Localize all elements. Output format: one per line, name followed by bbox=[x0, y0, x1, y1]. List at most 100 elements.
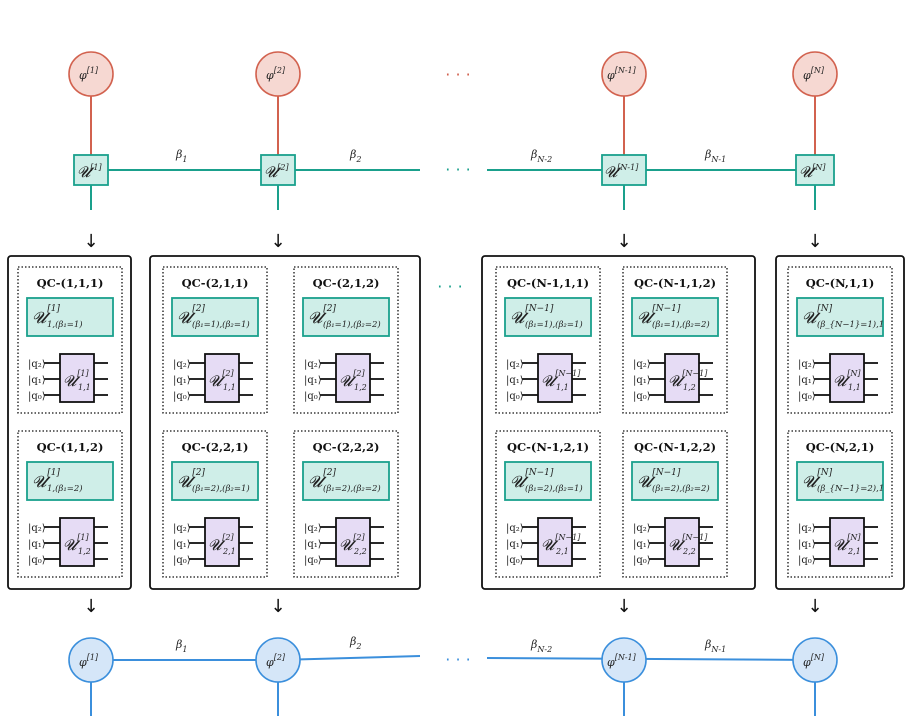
unitary-gate bbox=[335, 517, 371, 567]
bottom-ellipsis: · · · bbox=[445, 650, 470, 669]
tensor-block bbox=[302, 297, 390, 337]
quantum-circuit-panel: QC-(2,1,1)𝓤[2](β₁=1),(β₂=1)|q₂⟩|q₁⟩|q₀⟩𝓤… bbox=[162, 266, 268, 414]
bottom-bond-3 bbox=[486, 657, 816, 661]
varphi-label-n: φ[N] bbox=[803, 653, 825, 669]
circuit-panel-border bbox=[622, 430, 728, 578]
unitary-gate bbox=[664, 517, 700, 567]
circuit-group-n-1 bbox=[481, 255, 756, 590]
qubit-ket-label: |q₂⟩ bbox=[304, 359, 322, 370]
phi-label-2: φ[2] bbox=[266, 66, 286, 82]
unitary-gate bbox=[204, 353, 240, 403]
tensor-label: 𝓤[1]1,(β₁=2) bbox=[32, 468, 83, 494]
qubit-ket-label: |q₂⟩ bbox=[173, 359, 191, 370]
quantum-circuit-panel: QC-(N-1,2,2)𝓤[N−1](β₁=2),(β₂=2)|q₂⟩|q₁⟩|… bbox=[622, 430, 728, 578]
phi-node-n bbox=[792, 51, 838, 97]
bond-label-2: β2 bbox=[349, 148, 361, 164]
tensor-block bbox=[171, 297, 259, 337]
varphi-node-1 bbox=[68, 637, 114, 683]
tensor-label: 𝓤[2](β₁=1),(β₂=2) bbox=[308, 304, 381, 330]
qubit-ket-label: |q₁⟩ bbox=[506, 375, 524, 386]
qubit-ket-label: |q₁⟩ bbox=[506, 539, 524, 550]
down-arrow-top-1: ↓ bbox=[83, 231, 98, 252]
qubit-ket-label: |q₂⟩ bbox=[28, 359, 46, 370]
qubit-ket-label: |q₀⟩ bbox=[506, 555, 524, 566]
qubit-ket-label: |q₀⟩ bbox=[173, 391, 191, 402]
circuit-title: QC-(1,1,1) bbox=[37, 276, 104, 290]
qubit-ket-label: |q₀⟩ bbox=[633, 555, 651, 566]
quantum-circuit-panel: QC-(N-1,2,1)𝓤[N−1](β₁=2),(β₂=1)|q₂⟩|q₁⟩|… bbox=[495, 430, 601, 578]
tensor-block bbox=[26, 461, 114, 501]
unitary-gate bbox=[829, 517, 865, 567]
tensor-label: 𝓤[2](β₁=2),(β₂=2) bbox=[308, 468, 381, 494]
tensor-label: 𝓤[1]1,(β₁=1) bbox=[32, 304, 83, 330]
tensor-block bbox=[631, 461, 719, 501]
arrows: ↓ ↓ ↓ ↓ ↓ ↓ ↓ ↓ bbox=[83, 231, 822, 617]
unitary-gate bbox=[59, 517, 95, 567]
down-arrow-top-2: ↓ bbox=[270, 231, 285, 252]
unitary-gate bbox=[829, 353, 865, 403]
circuit-panel-border bbox=[162, 430, 268, 578]
tensor-block bbox=[631, 297, 719, 337]
varphi-node-n-1 bbox=[601, 637, 647, 683]
circuit-ellipsis: · · · bbox=[437, 277, 462, 296]
tensor-label: 𝓤[N−1](β₁=2),(β₂=2) bbox=[637, 468, 710, 494]
tensor-block bbox=[26, 297, 114, 337]
tensor-label: 𝓤[N−1](β₁=1),(β₂=2) bbox=[637, 304, 710, 330]
down-arrow-top-n-1: ↓ bbox=[616, 231, 631, 252]
tensor-block bbox=[796, 461, 884, 501]
circuit-panel-border bbox=[293, 430, 399, 578]
bond-label-n-2: βN-2 bbox=[530, 148, 552, 164]
qubit-ket-label: |q₂⟩ bbox=[28, 523, 46, 534]
circuit-title: QC-(N-1,2,1) bbox=[507, 440, 589, 454]
tensor-block bbox=[796, 297, 884, 337]
varphi-label-n-1: φ[N-1] bbox=[607, 653, 637, 669]
circuit-panel-border bbox=[17, 266, 123, 414]
qubit-ket-label: |q₁⟩ bbox=[798, 539, 816, 550]
down-arrow-bottom-2: ↓ bbox=[270, 596, 285, 617]
quantum-circuit-panel: QC-(2,2,1)𝓤[2](β₁=2),(β₂=1)|q₂⟩|q₁⟩|q₀⟩𝓤… bbox=[162, 430, 268, 578]
varphi-node-n bbox=[792, 637, 838, 683]
unitary-gate bbox=[59, 353, 95, 403]
qubit-ket-label: |q₀⟩ bbox=[506, 391, 524, 402]
circuit-title: QC-(2,1,2) bbox=[313, 276, 380, 290]
qubit-ket-label: |q₁⟩ bbox=[304, 375, 322, 386]
qubit-ket-label: |q₀⟩ bbox=[633, 391, 651, 402]
circuit-title: QC-(1,1,2) bbox=[37, 440, 104, 454]
circuit-group-1 bbox=[7, 255, 132, 590]
tensor-label: 𝓤[2](β₁=2),(β₂=1) bbox=[177, 468, 250, 494]
phi-label-1: φ[1] bbox=[79, 66, 99, 82]
varphi-label-2: φ[2] bbox=[266, 653, 286, 669]
phi-node-n-1 bbox=[601, 51, 647, 97]
circuit-title: QC-(2,2,2) bbox=[313, 440, 380, 454]
qubit-ket-label: |q₂⟩ bbox=[798, 359, 816, 370]
quantum-circuit-panel: QC-(1,1,2)𝓤[1]1,(β₁=2)|q₂⟩|q₁⟩|q₀⟩𝓤[1]1,… bbox=[17, 430, 123, 578]
qubit-ket-label: |q₀⟩ bbox=[173, 555, 191, 566]
circuit-group-n bbox=[775, 255, 905, 590]
phi-node-2 bbox=[255, 51, 301, 97]
circuit-title: QC-(N,2,1) bbox=[806, 440, 875, 454]
circuit-panel-border bbox=[622, 266, 728, 414]
unitary-gate bbox=[537, 517, 573, 567]
mpo-tensor-2 bbox=[260, 154, 296, 186]
mpo-tensor-1 bbox=[73, 154, 109, 186]
circuit-panel-border bbox=[293, 266, 399, 414]
varphi-node-2 bbox=[255, 637, 301, 683]
qubit-ket-label: |q₀⟩ bbox=[304, 391, 322, 402]
tensor-block bbox=[504, 461, 592, 501]
bottom-varphi-row: φ[1] φ[2] φ[N-1] φ[N] β1 β2 βN-2 βN-1 · … bbox=[68, 635, 838, 716]
unitary-gate bbox=[537, 353, 573, 403]
tensor-label: 𝓤[N−1](β₁=1),(β₂=1) bbox=[510, 304, 583, 330]
circuit-panel-border bbox=[787, 266, 893, 414]
unitary-gate bbox=[664, 353, 700, 403]
qubit-ket-label: |q₂⟩ bbox=[633, 523, 651, 534]
qubit-ket-label: |q₁⟩ bbox=[798, 375, 816, 386]
circuit-title: QC-(2,2,1) bbox=[182, 440, 249, 454]
bottom-bond-label-n-2: βN-2 bbox=[530, 638, 552, 654]
phi-label-n-1: φ[N-1] bbox=[607, 66, 637, 82]
circuit-title: QC-(2,1,1) bbox=[182, 276, 249, 290]
mpo-row: 𝓤[1] 𝓤[2] 𝓤[N-1] 𝓤[N] β1 β2 βN-2 βN-1 · … bbox=[73, 148, 835, 210]
qubit-ket-label: |q₂⟩ bbox=[304, 523, 322, 534]
quantum-circuit-panel: QC-(N-1,1,1)𝓤[N−1](β₁=1),(β₂=1)|q₂⟩|q₁⟩|… bbox=[495, 266, 601, 414]
circuit-panel-border bbox=[495, 430, 601, 578]
